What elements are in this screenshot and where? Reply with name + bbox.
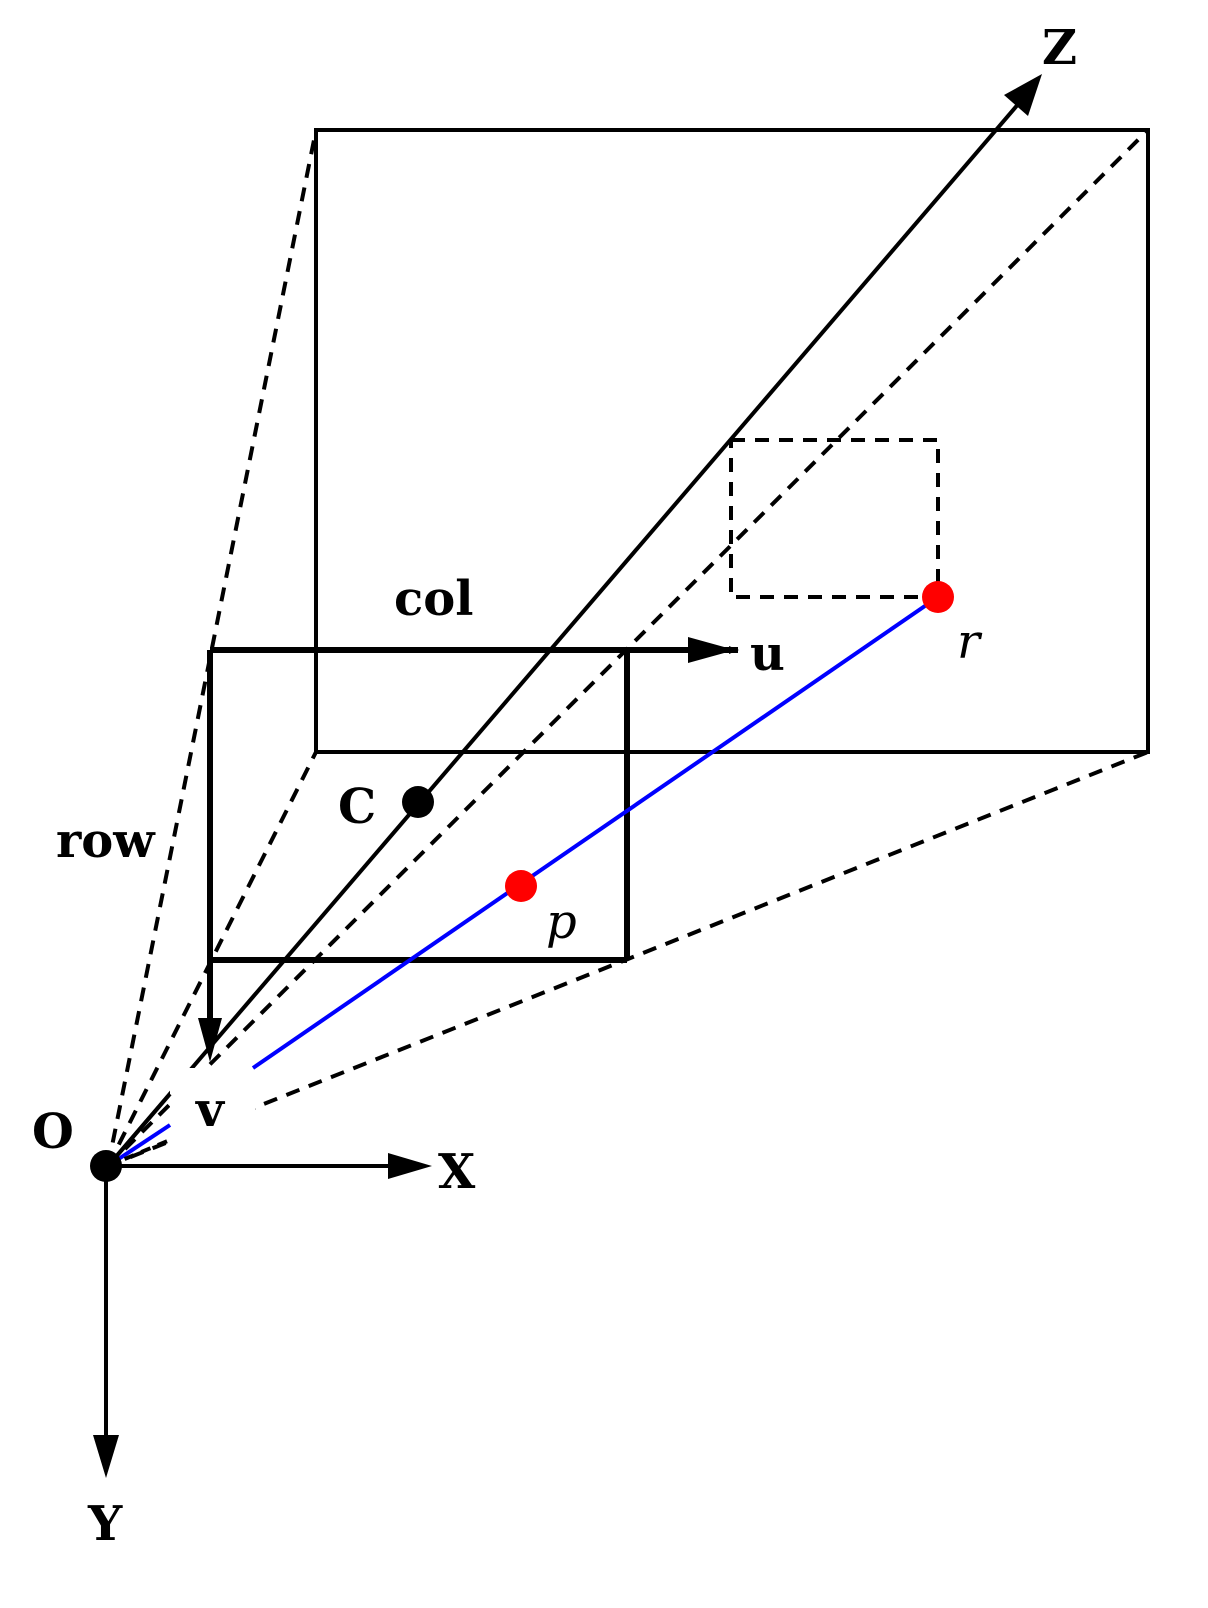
z-axis-arrowhead [1004,74,1042,116]
principal-point [402,786,434,818]
x-axis-arrowhead [388,1153,432,1179]
scene-point-label: r [957,614,983,670]
x-axis-label: X [438,1144,476,1200]
frustum-line-bottom-left [106,751,318,1167]
col-label: col [394,571,473,627]
origin-label: O [32,1104,74,1160]
v-axis-label: v [195,1082,226,1138]
y-axis-label: Y [87,1496,123,1552]
principal-point-label: C [338,779,376,835]
v-axis-arrowhead [198,1018,222,1062]
scene-plane [314,128,1150,754]
projection-guide-box [729,438,940,599]
image-point-label: p [546,894,577,950]
origin-point [90,1150,122,1182]
u-axis-arrowhead [688,637,735,663]
scene-point-r [922,581,954,613]
ray-segment-blue [251,595,940,1070]
row-label: row [56,813,156,869]
image-plane [207,647,630,963]
tail-z [106,1092,172,1168]
z-axis-label: Z [1042,20,1077,76]
tail-dashed [107,1138,171,1168]
u-axis-label: u [750,626,785,682]
origin-tails [106,1092,172,1168]
y-axis-arrowhead [93,1435,119,1478]
image-point-p [505,870,537,902]
label-gap-mask [170,1068,255,1143]
optical-axis-z [106,100,1022,1168]
